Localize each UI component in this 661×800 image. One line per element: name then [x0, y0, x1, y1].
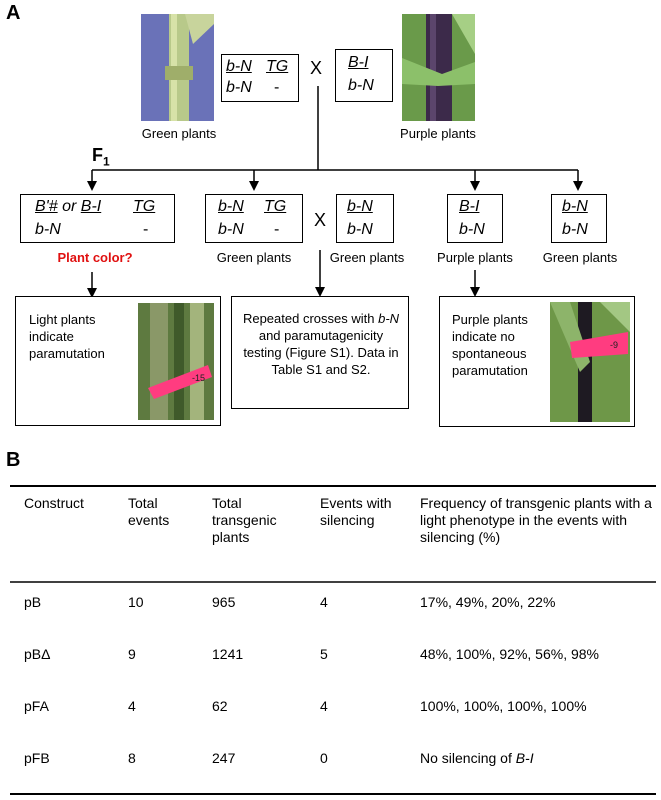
table-row: pFB 8 247 0 No silencing of B-I [24, 750, 654, 770]
progeny-1-allele-2: b-N [35, 221, 61, 238]
header-events-with-silencing: Events with silencing [320, 495, 392, 528]
cell-events-silencing: 0 [320, 750, 328, 766]
progeny-3-allele-1: B-I [459, 198, 480, 215]
tester-allele-2: b-N [347, 221, 373, 238]
panel-a-label: A [6, 2, 21, 24]
outcome-box-no-paramutation: Purple plants indicate no spontaneous pa… [439, 296, 635, 427]
progeny-3-allele-2: b-N [459, 221, 485, 238]
header-total-events: Total events [128, 495, 170, 528]
cell-frequency: 17%, 49%, 20%, 22% [420, 594, 556, 610]
header-total-transgenic-plants: Total transgenic plants [212, 495, 277, 545]
parent-cross-symbol: X [310, 58, 323, 78]
header-construct: Construct [24, 495, 84, 511]
cell-total-plants: 965 [212, 594, 236, 610]
progeny-1-no-transgene: - [143, 221, 149, 238]
progeny-cross-symbol: X [314, 210, 327, 230]
cell-frequency: 100%, 100%, 100%, 100% [420, 698, 587, 714]
progeny-4-caption: Green plants [542, 250, 618, 265]
tester-caption: Green plants [329, 250, 405, 265]
f1-label-letter: F [92, 145, 103, 165]
light-plant-photo: -15 [138, 303, 214, 420]
green-parent-no-transgene: - [274, 79, 280, 96]
no-silencing-allele: B-I [515, 750, 534, 766]
green-parent-transgene: TG [266, 58, 289, 75]
cell-events-silencing: 5 [320, 646, 328, 662]
purple-parent-genotype-box: B-I b-N [335, 49, 393, 102]
outcome-middle-genotype: b-N [378, 311, 400, 326]
f1-label: F1 [92, 145, 110, 169]
cross-diagram-lines [87, 86, 583, 298]
cell-construct: pBΔ [24, 646, 51, 662]
cell-total-events: 9 [128, 646, 136, 662]
progeny-2-allele-2: b-N [218, 221, 244, 238]
f1-label-subscript: 1 [103, 154, 110, 169]
outcome-no-paramutation-text: Purple plants indicate no spontaneous pa… [452, 312, 528, 378]
purple-stem-photo [402, 14, 475, 121]
outcome-repeated-crosses-text: Repeated crosses with b-N and paramutage… [240, 310, 402, 378]
cell-total-events: 4 [128, 698, 136, 714]
table-row: pFA 4 62 4 100%, 100%, 100%, 100% [24, 698, 654, 718]
progeny-genotype-box-1: B'# or B-I TG b-N - [20, 194, 175, 243]
paramutated-allele: B'# [35, 198, 58, 215]
tester-allele-1: b-N [347, 198, 373, 215]
table-row: pBΔ 9 1241 5 48%, 100%, 92%, 56%, 98% [24, 646, 654, 666]
outcome-middle-text-2: and paramutagenicity testing (Figure S1)… [243, 328, 399, 377]
tag-label-left: -15 [192, 373, 205, 383]
progeny-2-allele-1: b-N [218, 198, 244, 215]
progeny-4-allele-1: b-N [562, 198, 588, 215]
progeny-3-caption: Purple plants [437, 250, 513, 265]
panel-b-label: B [6, 449, 21, 471]
table-row: pB 10 965 4 17%, 49%, 20%, 22% [24, 594, 654, 614]
purple-parent-caption: Purple plants [400, 126, 476, 141]
cell-construct: pB [24, 594, 42, 610]
progeny-genotype-box-3: B-I b-N [447, 194, 503, 243]
progeny-genotype-box-4: b-N b-N [551, 194, 607, 243]
green-stem-photo [141, 14, 214, 121]
tag-label-right: -9 [610, 340, 618, 350]
cell-total-events: 8 [128, 750, 136, 766]
progeny-genotype-box-2: b-N TG b-N - [205, 194, 303, 243]
progeny-2-caption: Green plants [216, 250, 292, 265]
outcome-middle-text-1: Repeated crosses with [242, 311, 375, 326]
progeny-2-no-transgene: - [274, 221, 280, 238]
purple-plant-photo: -9 [550, 302, 630, 422]
green-parent-allele-1: b-N [226, 58, 252, 75]
cell-construct: pFB [24, 750, 50, 766]
purple-parent-allele-2: b-N [348, 77, 374, 94]
purple-parent-allele-1: B-I [348, 54, 369, 71]
cell-total-plants: 247 [212, 750, 236, 766]
cell-total-events: 10 [128, 594, 144, 610]
header-frequency: Frequency of transgenic plants with a li… [420, 495, 652, 545]
green-parent-genotype-box: b-N TG b-N - [221, 54, 299, 102]
green-parent-caption: Green plants [141, 126, 217, 141]
outcome-box-repeated-crosses: Repeated crosses with b-N and paramutage… [231, 296, 409, 409]
cell-frequency: No silencing of B-I [420, 750, 534, 766]
cell-events-silencing: 4 [320, 594, 328, 610]
cell-construct: pFA [24, 698, 49, 714]
no-silencing-text: No silencing of [420, 750, 512, 766]
outcome-box-paramutation: Light plants indicate paramutation -15 [15, 296, 221, 426]
tester-genotype-box: b-N b-N [336, 194, 394, 243]
progeny-1-transgene: TG [133, 198, 156, 215]
cell-frequency: 48%, 100%, 92%, 56%, 98% [420, 646, 600, 662]
progeny-1-allele-1: B-I [80, 198, 102, 215]
progeny-2-transgene: TG [264, 198, 287, 215]
plant-color-question: Plant color? [57, 250, 133, 265]
outcome-paramutation-text: Light plants indicate paramutation [29, 312, 105, 361]
cell-total-plants: 62 [212, 698, 228, 714]
green-parent-allele-2: b-N [226, 79, 252, 96]
genotype-or-text: or [62, 198, 77, 215]
progeny-4-allele-2: b-N [562, 221, 588, 238]
cell-events-silencing: 4 [320, 698, 328, 714]
cell-total-plants: 1241 [212, 646, 244, 662]
